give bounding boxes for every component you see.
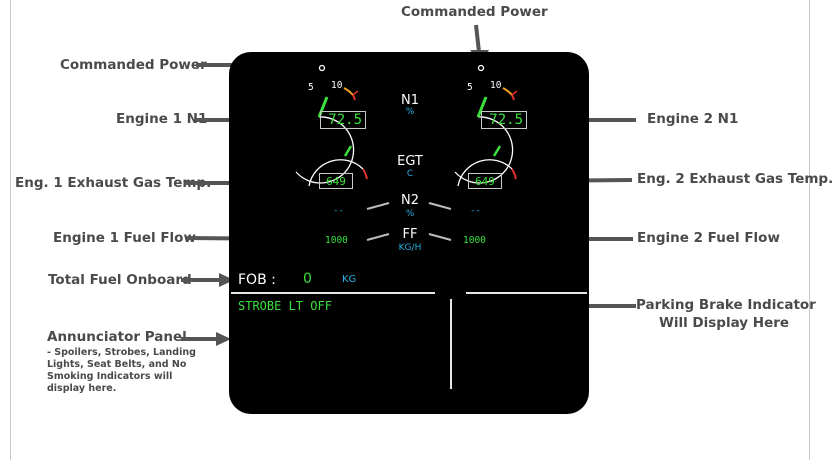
- callout-eng2-egt: Eng. 2 Exhaust Gas Temp.: [637, 171, 833, 187]
- annunciator-strobe-light: STROBE LT OFF: [238, 299, 332, 313]
- left-frame-line: [10, 0, 11, 460]
- callout-engine2-n1: Engine 2 N1: [647, 111, 739, 127]
- callout-commanded-power-left: Commanded Power: [60, 57, 207, 73]
- callout-eng1-egt: Eng. 1 Exhaust Gas Temp.: [15, 175, 212, 191]
- callout-annunciator-title: Annunciator Panel: [47, 329, 187, 345]
- engine2-scale-5: 5: [467, 82, 473, 93]
- callout-engine1-n1: Engine 1 N1: [116, 111, 208, 127]
- callout-parking-brake-line2: Will Display Here: [658, 314, 790, 331]
- engine2-egt-needle: [492, 145, 502, 157]
- fob-label: FOB :: [238, 272, 276, 288]
- callout-engine1-ff: Engine 1 Fuel Flow: [53, 230, 196, 246]
- ff-label: FF: [402, 227, 418, 242]
- egt-label: EGT: [397, 154, 423, 169]
- annunciator-top-divider: [231, 292, 435, 294]
- callout-engine2-ff: Engine 2 Fuel Flow: [637, 230, 780, 246]
- center-vertical-divider: [450, 299, 452, 389]
- fob-unit: KG: [342, 274, 357, 285]
- engine1-egt-needle: [343, 145, 353, 157]
- callout-commanded-power-top: Commanded Power: [401, 4, 548, 20]
- ff-unit: KG/H: [398, 243, 422, 253]
- engine1-n2-value: --: [333, 206, 344, 216]
- engine2-egt-gauge: [457, 145, 517, 187]
- engine-display: 5 10 5 10 72.5 72.5 649 649 N1 % EGT C N…: [229, 52, 589, 414]
- callout-parking-brake: Parking Brake Indicator Will Display Her…: [636, 297, 816, 331]
- engine2-n1-readout: 72.5: [481, 111, 527, 129]
- n1-label: N1: [401, 93, 419, 108]
- commanded-power-marker-icon: [477, 64, 485, 72]
- commanded-power-marker-icon: [318, 64, 326, 72]
- callout-annunciator-desc: - Spoilers, Strobes, Landing Lights, Sea…: [47, 347, 196, 394]
- engine2-n2-value: --: [470, 206, 481, 216]
- fob-value: 0: [303, 271, 312, 287]
- n2-label: N2: [401, 193, 419, 208]
- engine1-egt-gauge: [308, 145, 368, 187]
- arrow-icon: [181, 332, 231, 346]
- engine1-egt-readout: 649: [319, 173, 353, 189]
- engine1-n1-readout: 72.5: [320, 111, 366, 129]
- engine2-n1-gauge: [454, 64, 518, 184]
- engine1-ff-value: 1000: [325, 235, 348, 246]
- egt-unit: C: [406, 169, 414, 179]
- engine2-scale-10: 10: [490, 80, 502, 91]
- callout-total-fuel: Total Fuel Onboard: [48, 272, 192, 288]
- n1-unit: %: [405, 107, 415, 117]
- engine1-scale-5: 5: [308, 82, 314, 93]
- engine1-scale-10: 10: [331, 80, 343, 91]
- n2-ff-separators: [366, 202, 452, 241]
- engine2-ff-value: 1000: [463, 235, 486, 246]
- parking-brake-top-divider: [466, 292, 587, 294]
- arrow-icon: [181, 273, 234, 287]
- n2-unit: %: [405, 209, 415, 219]
- engine2-n1-needle: [476, 96, 488, 118]
- callout-parking-brake-line1: Parking Brake Indicator: [636, 297, 816, 313]
- engine2-egt-readout: 649: [468, 173, 502, 189]
- right-frame-line: [809, 0, 810, 460]
- gauge-graphics: [295, 64, 518, 241]
